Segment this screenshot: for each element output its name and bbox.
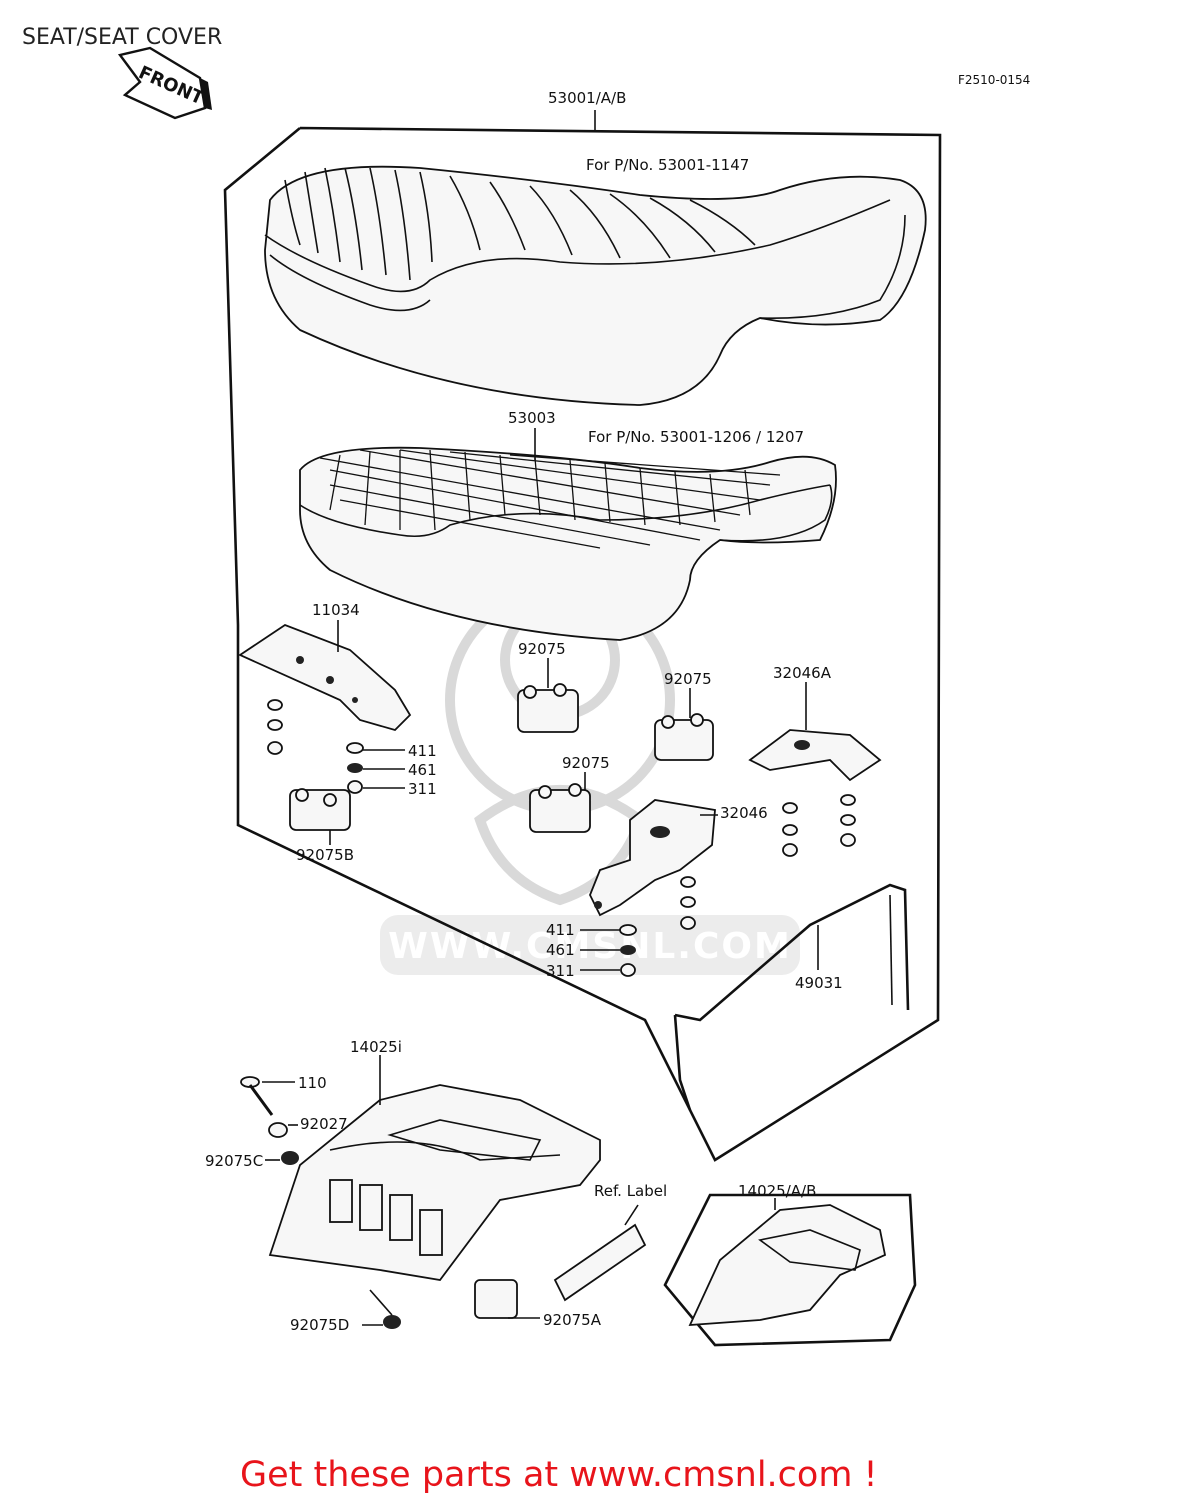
note-ref-label: Ref. Label (594, 1182, 667, 1200)
label-92075-a: 92075 (518, 640, 566, 658)
label-92075b: 92075B (296, 846, 354, 864)
label-92075-c: 92075 (562, 754, 610, 772)
bracket-11034 (238, 623, 412, 732)
nut-stack-center (680, 876, 696, 930)
label-53001: 53001/A/B (548, 89, 626, 107)
bolt-110 (240, 1076, 274, 1116)
label-49031: 49031 (795, 974, 843, 992)
label-14025i: 14025i (350, 1038, 402, 1056)
watermark-logo: WWW.CMSNL.COM (380, 585, 800, 975)
grommet-92075c (281, 1151, 299, 1165)
nut-stack-left (267, 699, 283, 755)
bracket-32046 (589, 799, 716, 917)
grommet-92075d (383, 1315, 401, 1329)
label-411-a: 411 (408, 742, 437, 760)
note-seat-1147: For P/No. 53001-1147 (586, 156, 749, 174)
label-32046a: 32046A (773, 664, 832, 682)
label-92075c: 92075C (205, 1152, 263, 1170)
assembly-frame (223, 126, 942, 1162)
label-32046: 32046 (720, 804, 768, 822)
damper-92075-c (529, 783, 591, 833)
damper-92075b (289, 788, 351, 831)
page-title: SEAT/SEAT COVER (22, 25, 222, 50)
label-311-b: 311 (546, 962, 575, 980)
damper-92075a (474, 1279, 518, 1319)
bracket-32046a (748, 729, 882, 782)
watermark-text: WWW.CMSNL.COM (388, 926, 792, 967)
label-411-b: 411 (546, 921, 575, 939)
detail-frame (663, 1193, 917, 1347)
label-311-a: 311 (408, 780, 437, 798)
label-92075d: 92075D (290, 1316, 349, 1334)
label-461-b: 461 (546, 941, 575, 959)
seat-cover-1206 (299, 446, 837, 641)
label-92075a: 92075A (543, 1311, 602, 1329)
nut-stack-right-a (782, 802, 798, 857)
label-92027: 92027 (300, 1115, 348, 1133)
collar-92027 (268, 1122, 288, 1138)
front-arrow-icon: FRONT (117, 46, 212, 120)
label-92075-b: 92075 (664, 670, 712, 688)
washer-stack-b (580, 924, 637, 977)
footer-cta: Get these parts at www.cmsnl.com ! (240, 1455, 878, 1495)
tail-cover-14025i (268, 1084, 601, 1281)
washer-stack-a (346, 742, 405, 794)
tail-1000-emblem (329, 1179, 443, 1256)
kawasaki-label-icon (553, 1223, 647, 1302)
label-14025ab: 14025/A/B (738, 1182, 816, 1200)
label-11034: 11034 (312, 601, 360, 619)
damper-92075-b (654, 713, 714, 761)
strap-49031 (673, 883, 910, 1111)
damper-92075-a (517, 683, 579, 733)
tail-cover-14025ab (688, 1204, 887, 1327)
note-seat-1206: For P/No. 53001-1206 / 1207 (588, 428, 804, 446)
label-110: 110 (298, 1074, 327, 1092)
nut-stack-right-b (840, 794, 856, 847)
label-53003: 53003 (508, 409, 556, 427)
seat-1147 (264, 165, 927, 406)
label-461-a: 461 (408, 761, 437, 779)
diagram-code: F2510-0154 (958, 73, 1030, 87)
